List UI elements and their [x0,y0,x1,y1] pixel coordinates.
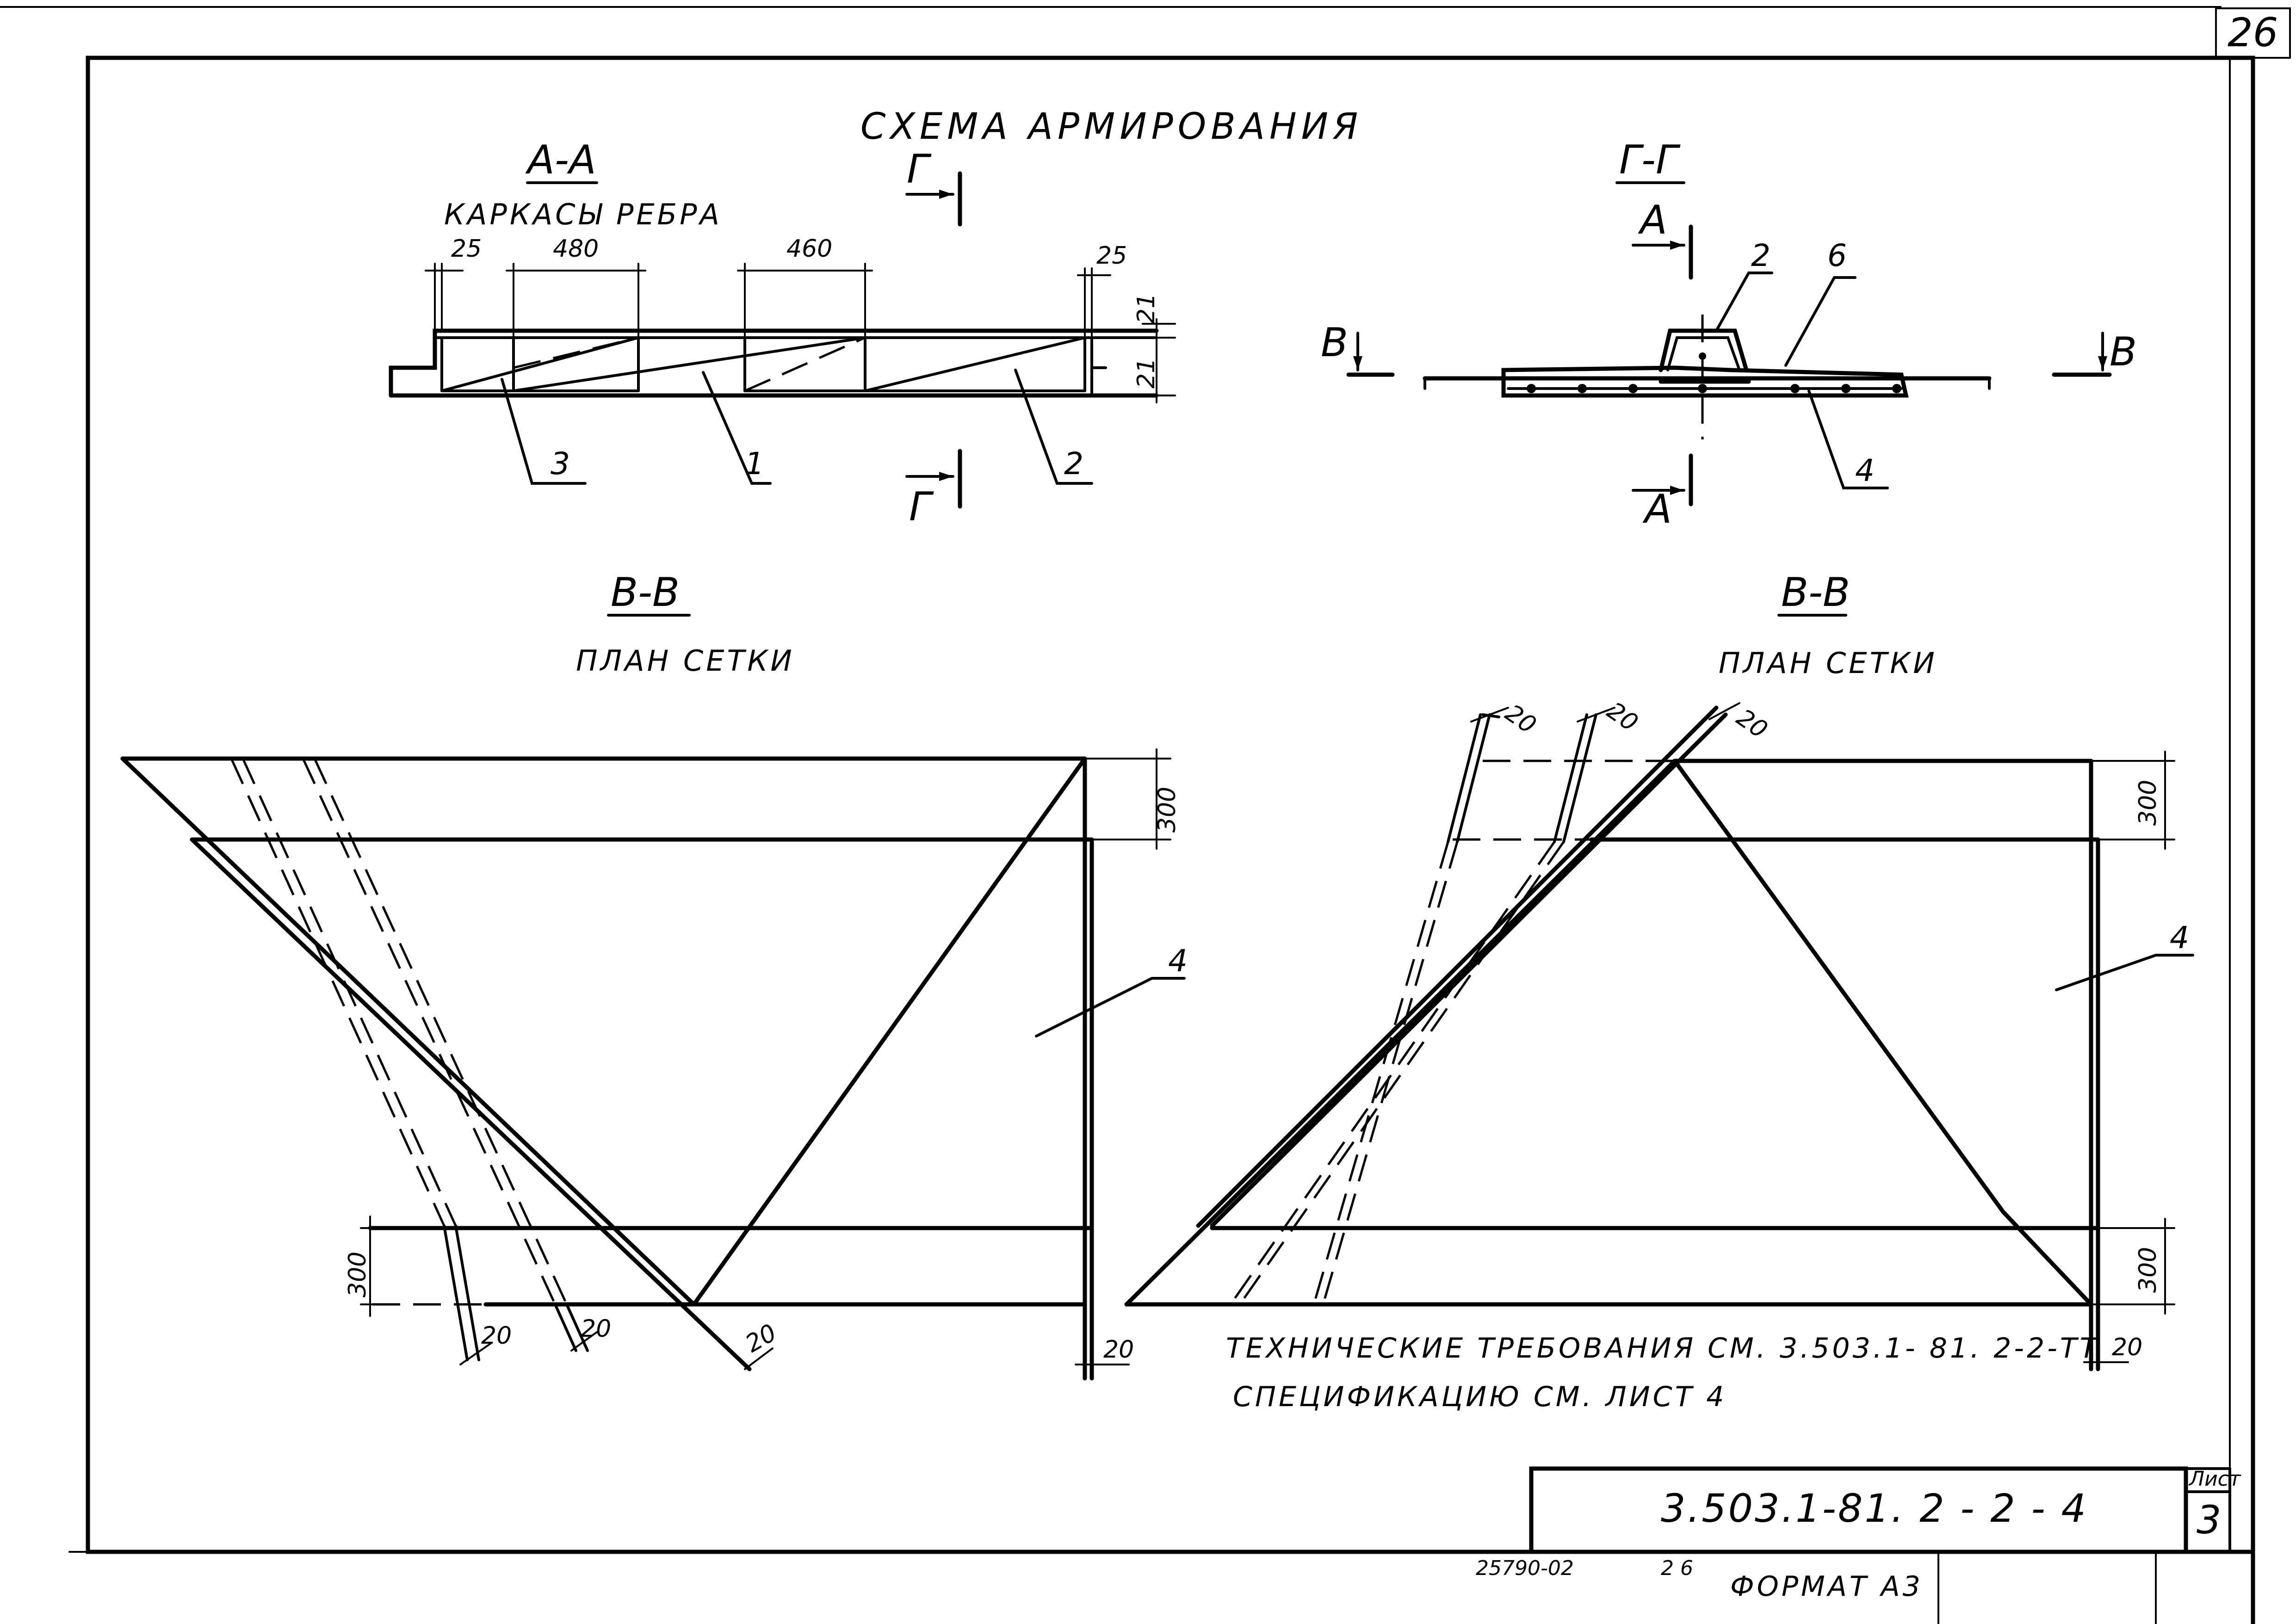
section-gg-drawing: Г-Г [1346,137,2112,506]
title-block [1529,1466,2231,1624]
note-technical-requirements: ТЕХНИЧЕСКИЕ ТРЕБОВАНИЯ СМ. 3.503.1- 81. … [1226,1332,2099,1365]
plan-right-caption: ПЛАН СЕТКИ [1719,646,1937,680]
callout-left-4: 4 [1168,943,1188,979]
dim-aa-25-right: 25 [1096,242,1127,270]
cut-label-a-bottom: А [1642,486,1672,532]
plan-left-caption: ПЛАН СЕТКИ [576,644,795,678]
cut-label-v-left: В [1321,320,1348,366]
callout-gg-2: 2 [1751,238,1770,273]
section-aa-label: А-А [525,137,596,183]
section-aa-drawing: А-А КАРКАСЫ РЕБРА [389,137,1176,403]
sheet-label: Лист [2188,1467,2241,1491]
drawing-frame [0,6,2291,1624]
callout-aa-3: 3 [551,446,570,482]
plan-left-drawing [120,748,1186,1381]
dim-aa-25-left: 25 [451,235,482,263]
section-gg-label: Г-Г [1619,137,1681,183]
callout-right-4: 4 [2170,920,2189,956]
dim-left-20-side: 20 [1103,1336,1134,1364]
sheet-corner-number: 26 [2228,10,2278,56]
callout-gg-6: 6 [1827,238,1847,273]
dim-aa-21-bottom: 21 [1133,358,1160,389]
cut-label-g-top: Г [907,146,932,192]
cut-label-a-top: А [1638,197,1667,243]
dim-aa-21-top: 21 [1133,293,1160,324]
dim-right-300-top: 300 [2134,780,2162,826]
callout-gg-4: 4 [1855,453,1875,488]
inventory-number: 25790-02 [1476,1556,1574,1580]
drawing-title: СХЕМА АРМИРОВАНИЯ [860,106,1362,148]
callout-aa-2: 2 [1064,446,1083,482]
document-designation: 3.503.1-81. 2 - 2 - 4 [1661,1486,2088,1531]
dim-left-300-bottom: 300 [344,1252,371,1297]
cut-mark-g [905,171,962,509]
dim-right-20-b: 20 [1602,697,1643,737]
plan-left-label: В-В [611,569,680,616]
dim-right-20-c: 20 [1732,704,1773,744]
format-label: ФОРМАТ А3 [1730,1570,1923,1603]
note-specification: СПЕЦИФИКАЦИЮ СМ. ЛИСТ 4 [1233,1381,1727,1413]
dim-right-20-side: 20 [2112,1334,2142,1361]
section-aa-leaders [501,369,1093,485]
dim-left-20-a: 20 [481,1322,512,1350]
page-number: 2 6 [1661,1556,1693,1580]
sheet-number: 3 [2197,1497,2223,1543]
dim-right-300-bottom: 300 [2134,1247,2162,1293]
dim-left-20-c: 20 [741,1319,781,1358]
cut-label-v-right: В [2110,329,2137,375]
dim-aa-480: 480 [553,235,599,263]
plan-right-drawing [1124,702,2194,1371]
dim-aa-460: 460 [786,235,832,263]
dim-left-20-b: 20 [581,1315,611,1343]
plan-right-label: В-В [1781,569,1850,616]
dim-right-20-a: 20 [1500,699,1541,739]
callout-aa-1: 1 [745,446,764,482]
cut-label-g-bottom: Г [909,484,934,530]
section-aa-caption: КАРКАСЫ РЕБРА [444,198,722,231]
dim-left-300-top: 300 [1153,787,1181,833]
